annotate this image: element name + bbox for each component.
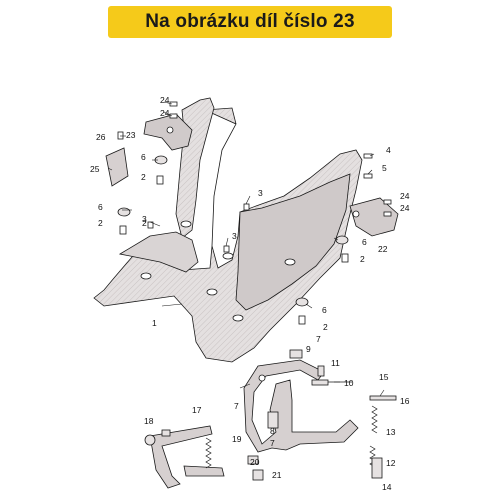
callout-7: 7	[234, 401, 239, 411]
main-stand-part	[243, 359, 359, 453]
plate-part-25	[105, 147, 129, 187]
side-stand-part	[144, 425, 225, 489]
callout-8: 8	[270, 426, 275, 436]
part-number-banner: Na obrázku díl číslo 23	[108, 6, 392, 38]
callout-3: 3	[142, 214, 147, 224]
callout-7: 7	[270, 438, 275, 448]
callout-2: 2	[142, 218, 147, 228]
callout-22: 22	[378, 244, 388, 254]
callout-5: 5	[382, 163, 387, 173]
callout-17: 17	[192, 405, 202, 415]
callout-12: 12	[386, 458, 396, 468]
callout-24: 24	[400, 191, 410, 201]
leader-lines	[107, 101, 385, 397]
shaft-and-bushing-parts	[161, 349, 397, 481]
callout-24: 24	[400, 203, 410, 213]
callout-15: 15	[379, 372, 389, 382]
callout-16: 16	[400, 396, 410, 406]
callout-6: 6	[362, 237, 367, 247]
bracket-part-22	[349, 197, 399, 237]
callout-20: 20	[250, 457, 260, 467]
banner-text: Na obrázku díl číslo 23	[145, 11, 355, 32]
callout-14: 14	[382, 482, 392, 492]
callout-24: 24	[160, 108, 170, 118]
callout-6: 6	[98, 202, 103, 212]
callout-18: 18	[144, 416, 154, 426]
callout-21: 21	[272, 470, 282, 480]
callout-6: 6	[322, 305, 327, 315]
callout-11: 11	[331, 358, 340, 368]
callout-2: 2	[98, 218, 103, 228]
callout-26: 26	[96, 132, 106, 142]
callout-4: 4	[386, 145, 391, 155]
callout-2: 2	[141, 172, 146, 182]
callout-24: 24	[160, 95, 170, 105]
callout-2: 2	[323, 322, 328, 332]
callout-3: 3	[258, 188, 263, 198]
callout-25: 25	[90, 164, 100, 174]
callout-10: 10	[344, 378, 354, 388]
callout-19: 19	[232, 434, 242, 444]
callout-1: 1	[152, 318, 157, 328]
callout-7: 7	[316, 334, 321, 344]
bracket-part-23	[143, 113, 193, 151]
callout-23: 23	[126, 130, 136, 140]
callout-numbers: 1 2 2 2 2 2 3 3 3 4 5 6 6 6 6 7 7 7 8 9 …	[90, 95, 410, 492]
callout-3: 3	[232, 231, 237, 241]
grommet-parts-6	[117, 155, 349, 307]
spring-parts	[205, 405, 378, 469]
callout-9: 9	[306, 344, 311, 354]
bolt-parts	[117, 101, 392, 253]
callout-2: 2	[360, 254, 365, 264]
footboard-body-part	[93, 97, 363, 363]
callout-13: 13	[386, 427, 396, 437]
screw-parts-2	[119, 175, 349, 325]
callout-6: 6	[141, 152, 146, 162]
